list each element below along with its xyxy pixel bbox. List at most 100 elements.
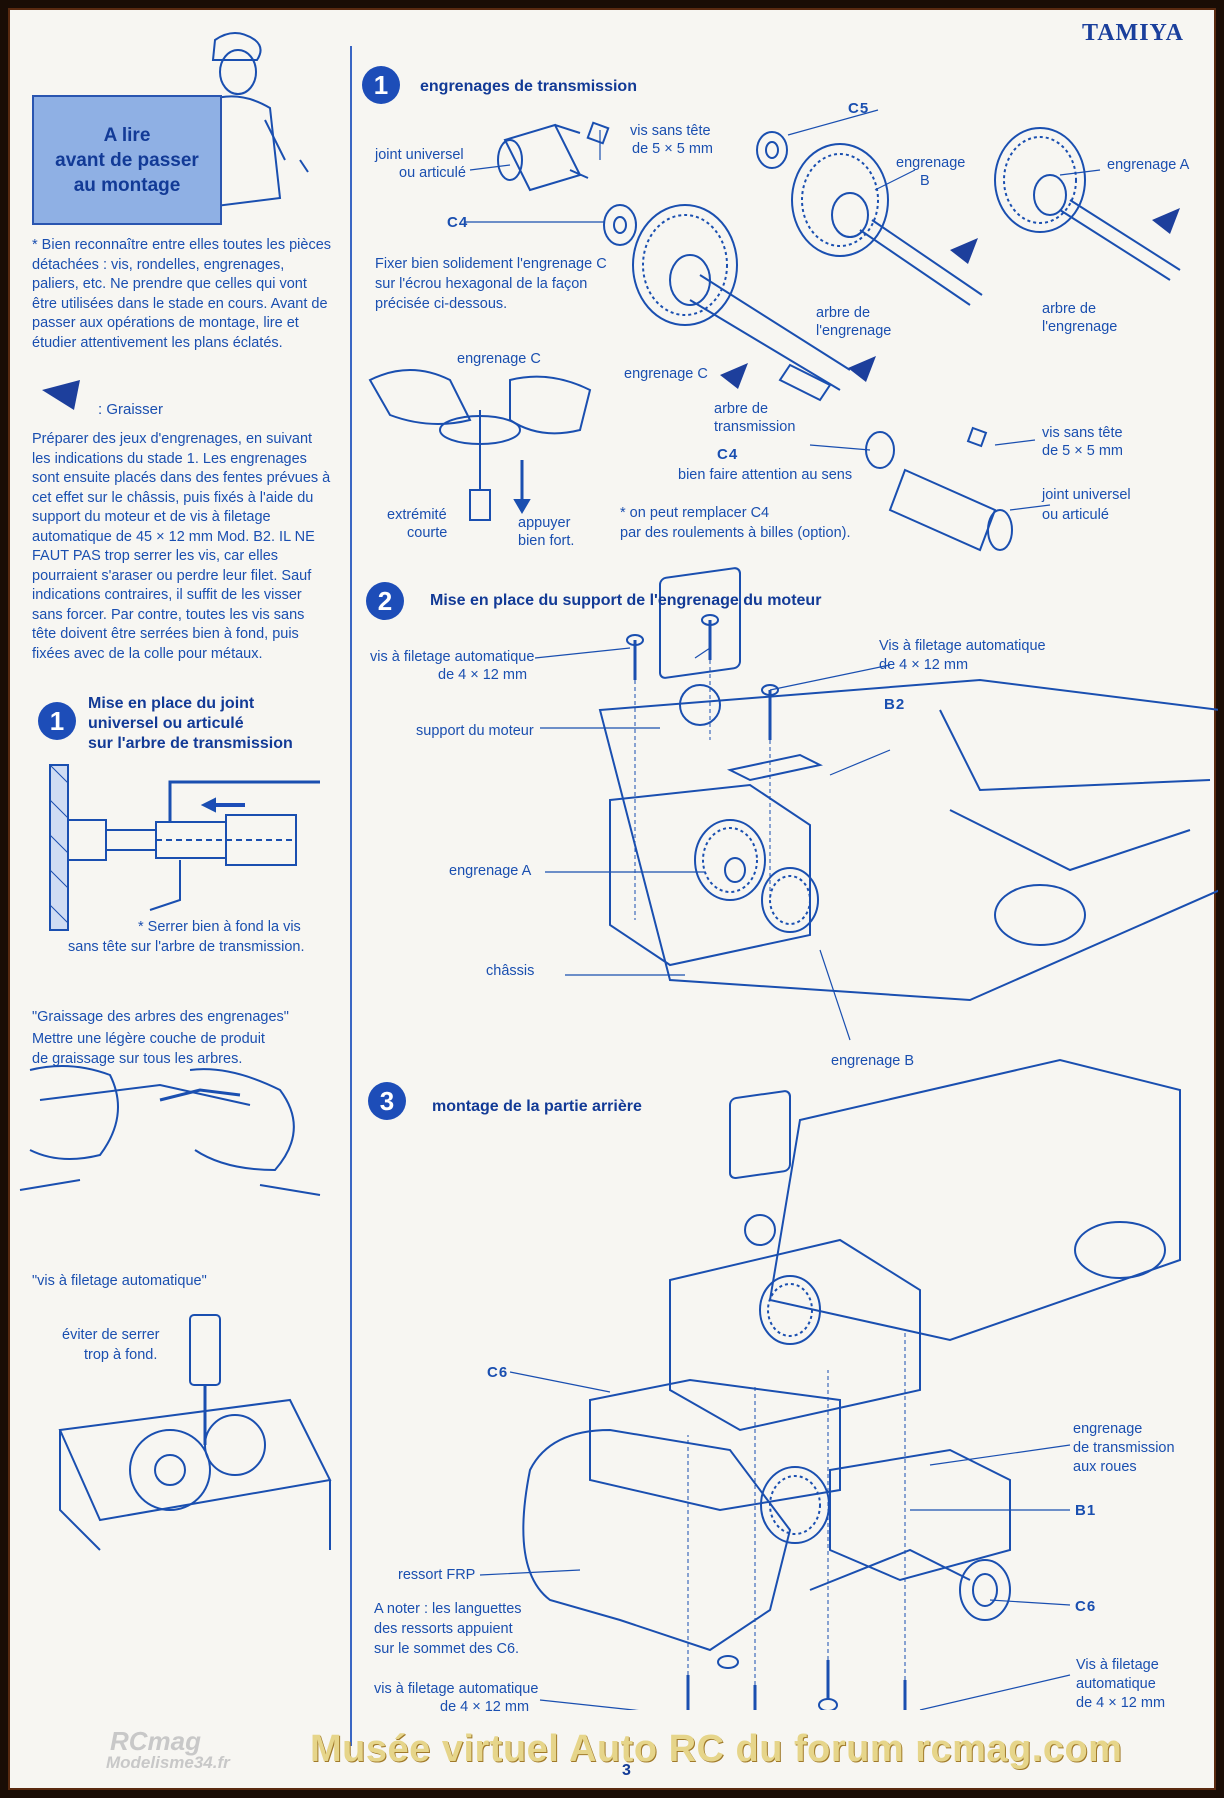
step2-screw-l-a: vis à filetage automatique [370,649,535,665]
step1-joint1-a: joint universel [375,147,464,163]
step2-screw-l-b: de 4 × 12 mm [438,667,528,683]
step3-screw-r-a: Vis à filetage [1076,1657,1159,1673]
intro-paragraph-1: * Bien reconnaître entre elles toutes le… [32,237,332,351]
gear-b [791,143,983,306]
gear-c [632,204,851,402]
universal-joint-top [497,121,610,192]
step3-note-3: sur le sommet des C6. [374,1641,520,1657]
step1-shaft-b-a: arbre de [816,305,871,321]
sidebar-note-line-2: sans tête sur l'arbre de transmission. [68,939,305,955]
step1-screw-b: de 5 × 5 mm [632,141,713,157]
step1-trans-a: arbre de [714,401,769,417]
step3-b1: B1 [1075,1502,1097,1519]
page-number: 3 [622,1762,631,1779]
step1-c5: C5 [848,100,870,117]
step3-c6-top: C6 [487,1364,509,1381]
intro-paragraph-2: Préparer des jeux d'engrenages, en suiva… [32,431,331,662]
step3-rear-suspension [589,1378,1011,1621]
sidebar-step-title-line-3: sur l'arbre de transmission [88,735,293,752]
step3-screw-r-b: automatique [1076,1676,1156,1692]
grease-symbol [42,380,80,410]
greasing-hands-illustration [19,1065,321,1196]
intro-title-line-2: avant de passer [55,150,199,171]
step1-c4-bottom: C4 [717,446,739,463]
watermark-text: Musée virtuel Auto RC du forum rcmag.com [310,1728,1123,1770]
bearing-c4-top [603,204,637,246]
intro-title-line-3: au montage [73,175,181,196]
joint-diagram [49,764,320,931]
grease-text-line-2: de graissage sur tous les arbres. [32,1051,243,1067]
step3-note-2: des ressorts appuient [374,1621,513,1637]
brand-logo: TAMIYA [1081,20,1184,46]
step2-screws [626,614,779,920]
step1-option-2: par des roulements à billes (option). [620,525,851,541]
grease-legend-label: : Graisser [98,401,164,418]
step1-screw2-b: de 5 × 5 mm [1042,443,1123,459]
manual-page: TAMIYA [8,8,1218,1790]
step2-b2-part [727,753,823,782]
step1-c4-top: C4 [447,214,469,231]
step1-trans-b: transmission [714,419,796,435]
step1-gear-c-mid: engrenage C [624,366,708,382]
step1-screw2-a: vis sans tête [1042,425,1123,441]
step1-end-a: extrémité [387,507,447,523]
screw-warning-line-2: trop à fond. [84,1347,158,1363]
step1-shaft-a-b: l'engrenage [1042,319,1118,335]
step3-screws [686,1330,907,1710]
grease-title: "Graissage des arbres des engrenages" [32,1009,289,1025]
gear-a [994,127,1181,281]
step3-note-1: A noter : les languettes [374,1601,522,1617]
step3-trans-c: aux roues [1073,1459,1137,1475]
step2-number: 2 [366,582,404,620]
rcmag-logo: RCmag [110,1726,202,1756]
step2-chassis [598,567,1218,1002]
step2-gear-b: engrenage B [831,1053,915,1069]
column-divider [350,46,352,1746]
intro-title-line-1: A lire [103,125,151,146]
step3-screw-l-b: de 4 × 12 mm [440,1699,530,1715]
screw-warning-line-1: éviter de serrer [62,1327,160,1343]
step1-gear-b-b: B [920,173,930,189]
step3-drive-gear [759,1275,830,1544]
sidebar-step-title-line-2: universel ou articulé [88,715,244,732]
step2-b2: B2 [884,696,906,713]
step1-fix-1: Fixer bien solidement l'engrenage C [375,256,607,272]
step3-frp-plate [522,1428,792,1669]
step1-press-b: bien fort. [518,533,575,549]
sidebar-step-title-line-1: Mise en place du joint [88,695,255,712]
sidebar-step-title: Mise en place du joint universel ou arti… [88,694,293,754]
step1-joint2-a: joint universel [1042,487,1131,503]
step3-screw-l-a: vis à filetage automatique [374,1681,539,1697]
step1-title: engrenages de transmission [420,78,637,95]
step1-gear-c-top: engrenage C [457,351,541,367]
step2-leader-lines [534,647,891,1041]
left-column-illustrations [19,32,332,1551]
step1-gear-b-a: engrenage [896,155,966,171]
step3-leader-lines [479,1371,1071,1710]
step1-joint1-b: ou articulé [399,165,466,181]
step1-number: 1 [362,66,400,104]
step1-shaft-a-a: arbre de [1042,301,1097,317]
gear-press-illustration [368,369,592,521]
bearing-c5 [756,131,788,169]
right-column-illustrations [368,109,1218,1710]
screw-driving-illustration [58,1314,332,1551]
step2-gear-a: engrenage A [449,863,532,879]
step3-c6-bottom: C6 [1075,1598,1097,1615]
sidebar-step-number: 1 [38,702,76,740]
step1-gear-a: engrenage A [1107,157,1190,173]
step2-motor-support: support du moteur [416,723,534,739]
modelisme-logo: Modelisme34.fr [106,1753,230,1772]
step3-trans-a: engrenage [1073,1421,1143,1437]
step2-gear-b [761,867,819,933]
step2-title: Mise en place du support de l'engrenage … [430,592,822,609]
step3-trans-b: de transmission [1073,1440,1175,1456]
step1-leader-lines [465,109,1101,511]
step2-chassis: châssis [486,963,535,979]
step1-option-1: * on peut remplacer C4 [620,505,770,521]
grease-text-line-1: Mettre une légère couche de produit [32,1031,265,1047]
step2-gear-a [694,819,766,901]
step3-frp: ressort FRP [398,1567,476,1583]
screw-title: "vis à filetage automatique" [32,1273,207,1289]
step1-press-a: appuyer [518,515,571,531]
